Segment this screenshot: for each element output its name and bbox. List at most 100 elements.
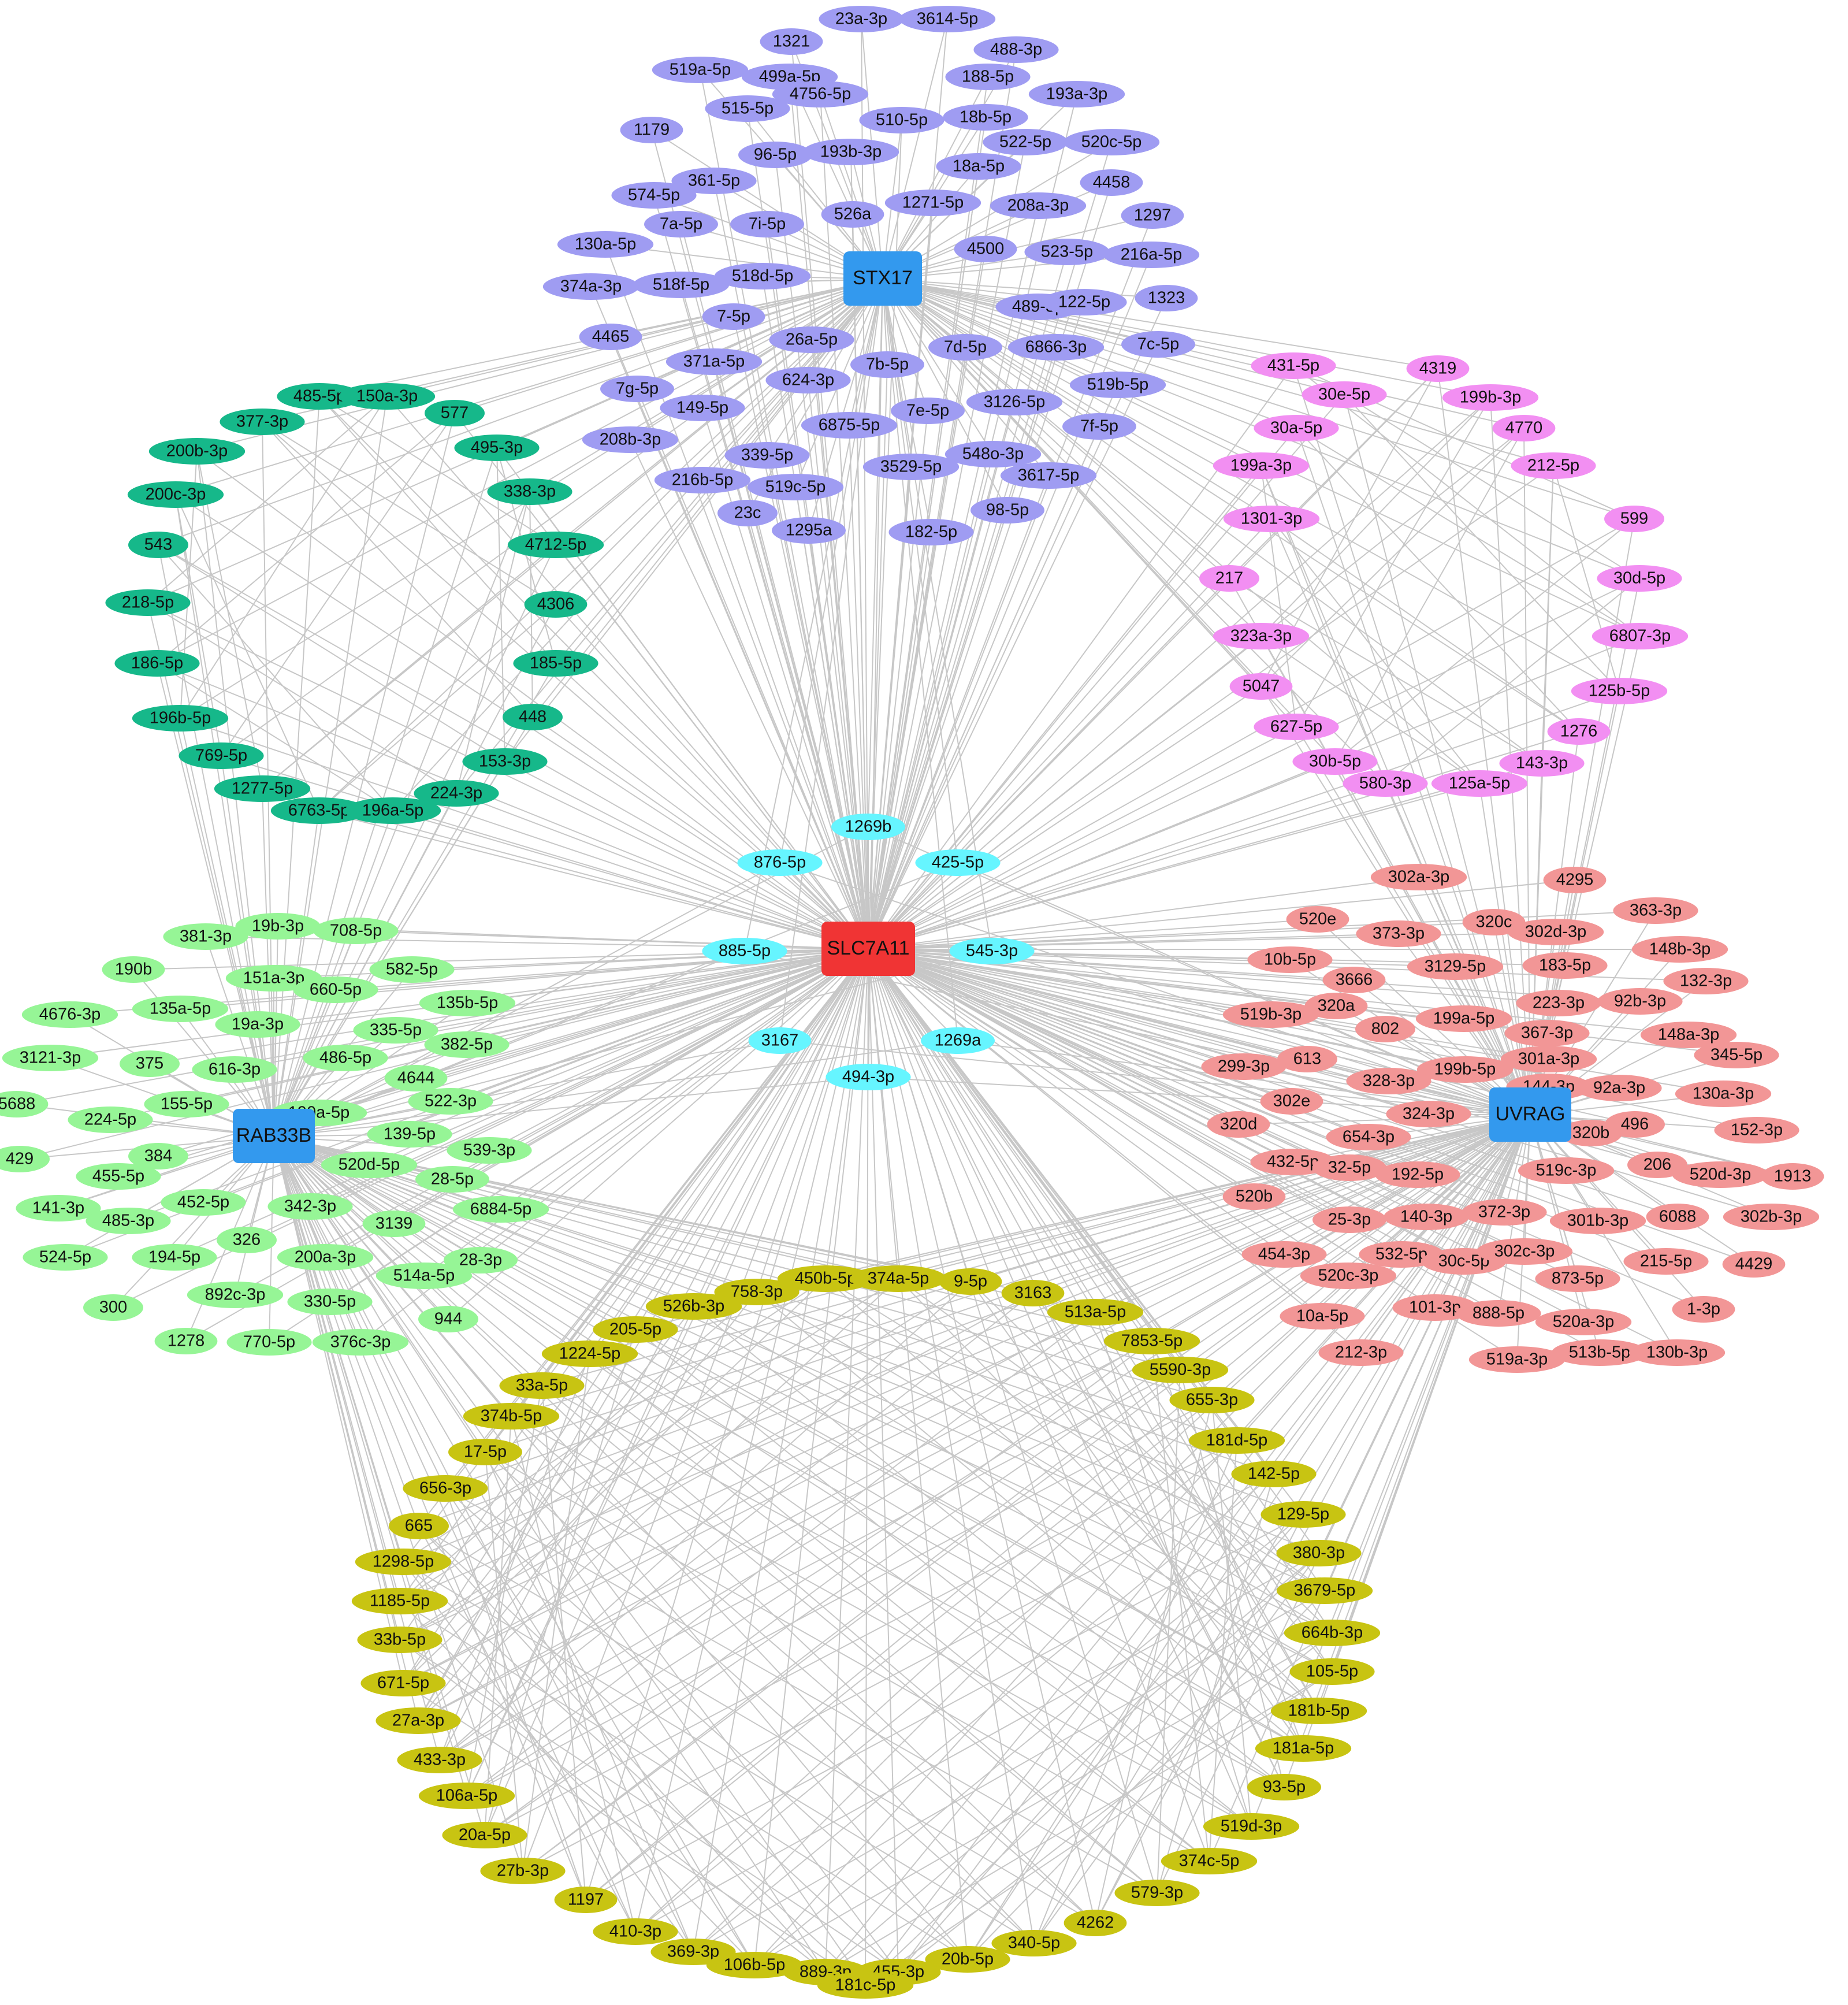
mirna-node-stx17[interactable]: 208a-3p [990,192,1087,219]
mirna-node-center[interactable]: 885-5p [702,938,787,964]
mirna-node-rab33b-inner[interactable]: 616-3p [192,1056,277,1083]
mirna-node-uvrag-top[interactable]: 30b-5p [1292,748,1378,775]
mirna-node-stx17[interactable]: 371a-5p [665,348,763,375]
mirna-node-uvrag[interactable]: 4429 [1722,1251,1786,1278]
mirna-node-rab33b-inner[interactable]: 376c-3p [312,1329,409,1356]
mirna-node-stx17[interactable]: 488-3p [973,36,1059,63]
mirna-node-shared[interactable]: 579-3p [1114,1880,1200,1906]
mirna-node-uvrag[interactable]: 320b [1559,1120,1623,1146]
mirna-node-stx17[interactable]: 526a [821,201,884,228]
mirna-node-stx17[interactable]: 7a-5p [644,211,718,237]
mirna-node-uvrag[interactable]: 92a-3p [1576,1075,1662,1101]
mirna-node-uvrag[interactable]: 302b-3p [1723,1204,1820,1230]
mirna-node-stx17[interactable]: 515-5p [705,95,790,122]
mirna-node-uvrag[interactable]: 519a-3p [1468,1346,1566,1373]
mirna-node-uvrag[interactable]: 328-3p [1346,1068,1431,1094]
mirna-node-uvrag[interactable]: 152-3p [1714,1117,1799,1143]
mirna-node-uvrag[interactable]: 192-5p [1375,1161,1460,1188]
mirna-node-rab33b-outer[interactable]: 577 [425,400,485,426]
mirna-node-rab33b-inner[interactable]: 582-5p [369,956,455,983]
mirna-node-rab33b-outer[interactable]: 200b-3p [148,438,246,465]
mirna-node-rab33b-inner[interactable]: 135b-5p [419,990,516,1016]
mirna-node-uvrag[interactable]: 199b-5p [1416,1056,1514,1083]
mirna-node-shared[interactable]: 1298-5p [355,1549,452,1575]
mirna-node-rab33b-inner[interactable]: 486-5p [303,1045,388,1071]
mirna-node-stx17[interactable]: 182-5p [888,519,974,545]
mirna-node-rab33b-inner[interactable]: 330-5p [287,1289,373,1315]
mirna-node-stx17[interactable]: 4756-5p [772,81,869,107]
mirna-node-uvrag[interactable]: 148b-3p [1631,936,1728,963]
mirna-node-shared[interactable]: 20a-5p [442,1822,527,1848]
mirna-node-uvrag[interactable]: 212-3p [1318,1339,1404,1366]
mirna-node-shared[interactable]: 340-5p [991,1930,1077,1956]
mirna-node-uvrag[interactable]: 206 [1627,1152,1687,1178]
mirna-node-stx17[interactable]: 122-5p [1042,289,1127,315]
mirna-node-rab33b-outer[interactable]: 185-5p [513,650,598,677]
mirna-node-shared[interactable]: 3163 [1001,1280,1065,1306]
mirna-node-shared[interactable]: 656-3p [403,1475,488,1502]
mirna-node-stx17[interactable]: 6875-5p [801,412,898,439]
mirna-node-rab33b-outer[interactable]: 224-3p [414,780,499,807]
mirna-node-shared[interactable]: 664b-3p [1284,1620,1381,1646]
mirna-node-rab33b-outer[interactable]: 200c-3p [127,481,224,508]
mirna-node-uvrag[interactable]: 520c-3p [1300,1263,1397,1289]
mirna-node-uvrag[interactable]: 302c-3p [1476,1238,1573,1265]
mirna-node-center[interactable]: 545-3p [949,938,1035,964]
mirna-node-shared[interactable]: 17-5p [448,1439,522,1465]
mirna-node-shared[interactable]: 181a-5p [1255,1735,1352,1762]
mirna-node-rab33b-inner[interactable]: 5688 [0,1091,49,1117]
mirna-node-uvrag[interactable]: 320a [1304,993,1368,1019]
mirna-node-uvrag-top[interactable]: 199a-3p [1213,452,1310,479]
mirna-node-uvrag-top[interactable]: 125b-5p [1571,678,1668,704]
mirna-node-rab33b-outer[interactable]: 4306 [524,591,588,618]
mirna-node-rab33b-inner[interactable]: 200a-3p [277,1244,374,1271]
mirna-node-shared[interactable]: 20b-5p [925,1946,1010,1973]
mirna-node-uvrag[interactable]: 140-3p [1384,1204,1469,1230]
mirna-node-uvrag[interactable]: 324-3p [1386,1101,1471,1127]
hub-node-rab33b[interactable]: RAB33B [233,1109,315,1163]
mirna-node-uvrag-top[interactable]: 4770 [1492,415,1556,441]
mirna-node-stx17[interactable]: 149-5p [660,395,745,421]
mirna-node-shared[interactable]: 513a-5p [1047,1299,1144,1325]
mirna-node-shared[interactable]: 4262 [1064,1910,1127,1936]
mirna-node-uvrag[interactable]: 3129-5p [1407,953,1504,980]
mirna-node-rab33b-inner[interactable]: 155-5p [144,1091,229,1117]
mirna-node-uvrag[interactable]: 148a-3p [1640,1022,1737,1048]
mirna-node-rab33b-inner[interactable]: 300 [83,1294,143,1321]
mirna-node-uvrag-top[interactable]: 627-5p [1254,714,1339,740]
mirna-node-uvrag[interactable]: 10a-5p [1280,1303,1365,1330]
mirna-node-uvrag-top[interactable]: 1276 [1547,718,1611,745]
mirna-node-rab33b-inner[interactable]: 770-5p [226,1329,312,1356]
mirna-node-stx17[interactable]: 96-5p [738,142,812,168]
mirna-node-shared[interactable]: 205-5p [593,1316,678,1343]
mirna-node-stx17[interactable]: 518f-5p [633,272,730,298]
mirna-node-stx17[interactable]: 374a-3p [542,273,639,300]
mirna-node-rab33b-inner[interactable]: 539-3p [447,1137,532,1164]
mirna-node-shared[interactable]: 655-3p [1169,1387,1255,1413]
mirna-node-uvrag[interactable]: 32-5p [1312,1154,1386,1181]
mirna-node-rab33b-inner[interactable]: 190b [102,956,165,983]
mirna-node-stx17[interactable]: 216a-5p [1103,242,1200,268]
mirna-node-stx17[interactable]: 7-5p [702,303,765,330]
mirna-node-stx17[interactable]: 519a-5p [652,57,749,83]
mirna-node-uvrag-top[interactable]: 599 [1604,506,1664,532]
mirna-node-uvrag[interactable]: 367-3p [1504,1020,1590,1046]
mirna-node-shared[interactable]: 106b-5p [706,1952,803,1978]
mirna-node-stx17[interactable]: 519c-5p [747,474,844,500]
mirna-node-shared[interactable]: 1224-5p [541,1341,638,1367]
mirna-node-rab33b-outer[interactable]: 543 [128,532,188,558]
mirna-node-stx17[interactable]: 339-5p [724,442,810,469]
mirna-node-uvrag[interactable]: 873-5p [1535,1265,1620,1292]
mirna-node-uvrag[interactable]: 302a-3p [1370,864,1467,890]
mirna-node-stx17[interactable]: 18b-5p [943,104,1028,131]
mirna-node-stx17[interactable]: 130a-5p [557,231,654,258]
mirna-node-stx17[interactable]: 216b-5p [654,467,751,493]
mirna-node-rab33b-inner[interactable]: 429 [0,1146,50,1172]
mirna-node-uvrag[interactable]: 888-5p [1456,1300,1541,1327]
mirna-node-uvrag[interactable]: 301a-3p [1500,1046,1597,1072]
mirna-node-center[interactable]: 425-5p [915,849,1001,876]
mirna-node-center[interactable]: 1269b [831,814,905,840]
mirna-node-shared[interactable]: 519d-3p [1203,1813,1300,1840]
mirna-node-shared[interactable]: 1185-5p [351,1588,448,1614]
mirna-node-stx17[interactable]: 361-5p [671,168,757,194]
